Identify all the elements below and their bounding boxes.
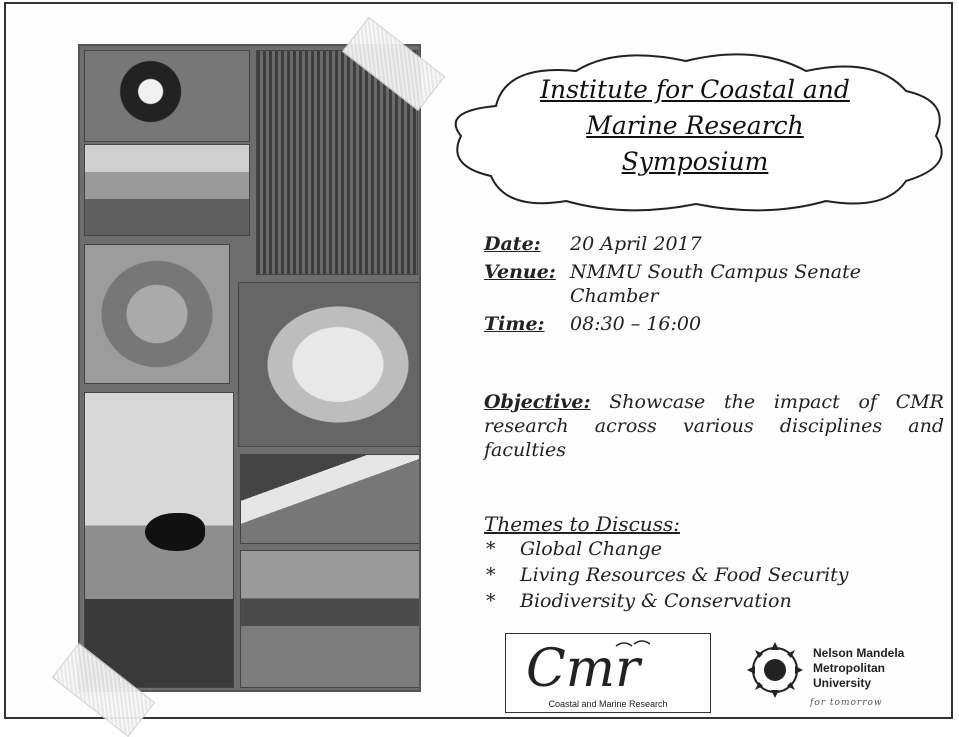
bird-silhouette	[145, 513, 205, 551]
photo-waves	[240, 454, 419, 544]
time-row: Time: 08:30 – 16:00	[484, 312, 944, 336]
objective-paragraph: Objective: Showcase the impact of CMR re…	[484, 390, 944, 462]
nmmu-tagline: for tomorrow	[810, 698, 883, 708]
cmr-caption: Coastal and Marine Research	[548, 699, 668, 709]
photo-dolphins	[84, 244, 230, 384]
theme-item: *Global Change	[486, 538, 663, 560]
nmmu-emblem-icon	[747, 642, 803, 698]
theme-item: *Biodiversity & Conservation	[486, 590, 792, 612]
time-label: Time:	[484, 313, 545, 335]
photo-saltmarsh	[84, 144, 250, 236]
photo-oystercatcher	[84, 392, 234, 688]
cmr-wordmark-icon: Cmr	[526, 639, 651, 699]
date-row: Date: 20 April 2017	[484, 232, 944, 256]
symposium-title: Institute for Coastal and Marine Researc…	[540, 75, 850, 176]
themes-heading: Themes to Discuss:	[484, 512, 680, 536]
title-cloud	[454, 53, 943, 212]
photo-collage	[78, 44, 421, 692]
theme-item: *Living Resources & Food Security	[486, 564, 849, 586]
objective-label: Objective:	[484, 391, 591, 413]
photo-estuary	[240, 550, 419, 688]
time-value: 08:30 – 16:00	[570, 313, 702, 335]
photo-sand-dollar	[238, 282, 419, 447]
nmmu-logo: Nelson Mandela Metropolitan University f…	[740, 632, 950, 712]
photo-seal	[84, 50, 250, 142]
objective-text: Showcase the impact of CMR research acro…	[484, 391, 944, 461]
nmmu-name: Nelson Mandela Metropolitan University	[813, 646, 905, 690]
venue-row: Venue: NMMU South Campus Senate Chamber	[484, 260, 944, 307]
svg-text:Cmr: Cmr	[526, 639, 643, 694]
venue-label: Venue:	[484, 261, 556, 283]
date-value: 20 April 2017	[570, 233, 702, 255]
date-label: Date:	[484, 233, 541, 255]
venue-value: NMMU South Campus Senate Chamber	[570, 261, 861, 307]
cmr-logo: Cmr Coastal and Marine Research	[505, 633, 711, 713]
